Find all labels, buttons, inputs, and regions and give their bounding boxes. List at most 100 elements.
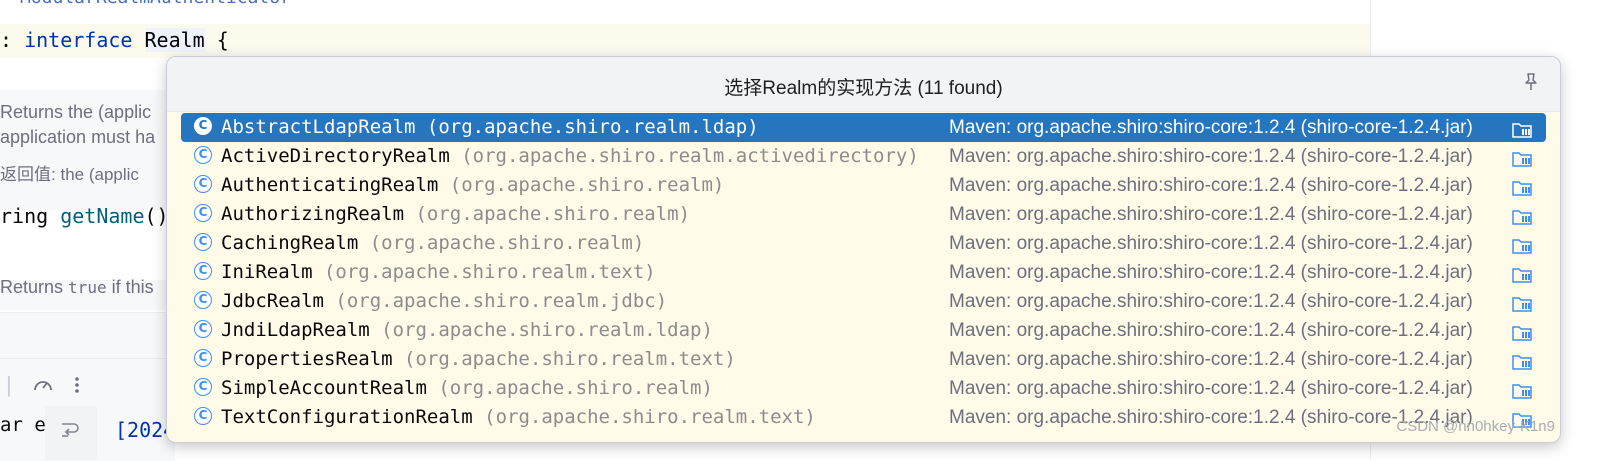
library-location: Maven: org.apache.shiro:shiro-core:1.2.4… (949, 349, 1473, 370)
package-name: (org.apache.shiro.realm.ldap) (426, 116, 759, 138)
library-jar-icon (1512, 119, 1532, 138)
class-c-icon: C (194, 349, 212, 367)
class-c-icon: C (194, 262, 212, 280)
doc2-code: true (68, 278, 107, 297)
implementation-item[interactable]: C PropertiesRealm (org.apache.shiro.realm… (181, 345, 1546, 374)
implementation-entry: IniRealm (org.apache.shiro.realm.text) (221, 258, 656, 287)
method-declaration-line: ring getName() (0, 204, 169, 228)
implementation-item[interactable]: C ActiveDirectoryRealm (org.apache.shiro.… (181, 142, 1546, 171)
package-name: (org.apache.shiro.realm.text) (484, 406, 816, 428)
library-jar-icon (1512, 409, 1532, 428)
class-name: CachingRealm (221, 232, 359, 254)
library-location: Maven: org.apache.shiro:shiro-core:1.2.4… (949, 204, 1473, 225)
class-c-icon: C (194, 407, 212, 425)
doc2-line: Returns true if this (0, 277, 154, 298)
library-location: Maven: org.apache.shiro:shiro-core:1.2.4… (949, 146, 1473, 167)
return-text: the (applic (60, 165, 139, 184)
gauge-icon[interactable] (32, 372, 60, 397)
popup-title: 选择Realm的实现方法 (11 found) (724, 78, 1003, 99)
class-name: JndiLdapRealm (221, 319, 370, 341)
doc2-suffix: if this (111, 277, 154, 297)
implementation-entry: JndiLdapRealm (org.apache.shiro.realm.ld… (221, 316, 713, 345)
implementation-entry: CachingRealm (org.apache.shiro.realm) (221, 229, 644, 258)
library-jar-icon (1512, 380, 1532, 399)
class-c-icon: C (194, 291, 212, 309)
doc-comment-block-2 (0, 280, 175, 310)
implementation-item[interactable]: C CachingRealm (org.apache.shiro.realm) Ma… (181, 229, 1546, 258)
class-c-icon: C (194, 378, 212, 396)
package-name: (org.apache.shiro.realm.text) (404, 348, 736, 370)
doc-return-line: 返回值: the (applic (0, 160, 139, 185)
library-jar-icon (1512, 322, 1532, 341)
keyword-interface: interface (24, 28, 133, 52)
library-location: Maven: org.apache.shiro:shiro-core:1.2.4… (949, 233, 1473, 254)
return-type: ring (0, 204, 49, 228)
doc2-prefix: Returns (0, 277, 64, 297)
library-jar-icon (1512, 264, 1532, 283)
implementation-item[interactable]: C SimpleAccountRealm (org.apache.shiro.re… (181, 374, 1546, 403)
more-vertical-icon[interactable] (74, 372, 80, 397)
implementation-item[interactable]: C JdbcRealm (org.apache.shiro.realm.jdbc)… (181, 287, 1546, 316)
interface-name[interactable]: Realm (144, 28, 205, 52)
class-c-icon: C (194, 233, 212, 251)
implementation-item[interactable]: C TextConfigurationRealm (org.apache.shir… (181, 403, 1546, 432)
class-name: JdbcRealm (221, 290, 324, 312)
implementation-item[interactable]: C AuthenticatingRealm (org.apache.shiro.r… (181, 171, 1546, 200)
package-name: (org.apache.shiro.realm.ldap) (381, 319, 713, 341)
watermark: CSDN @nn0hkey-K1n9 (1396, 418, 1555, 435)
implementation-entry: PropertiesRealm (org.apache.shiro.realm.… (221, 345, 736, 374)
library-location: Maven: org.apache.shiro:shiro-core:1.2.4… (949, 291, 1473, 312)
console-gutter (45, 406, 97, 460)
library-location: Maven: org.apache.shiro:shiro-core:1.2.4… (949, 320, 1473, 341)
open-brace: { (216, 28, 229, 52)
class-c-icon: C (194, 204, 212, 222)
implementation-entry: AuthorizingRealm (org.apache.shiro.realm… (221, 200, 690, 229)
package-name: (org.apache.shiro.realm) (369, 232, 645, 254)
method-parens: () (144, 204, 169, 228)
doc-comment-block (0, 90, 175, 210)
pin-icon[interactable] (1520, 71, 1542, 93)
current-line-highlight (0, 24, 1370, 58)
choose-implementation-popup[interactable]: 选择Realm的实现方法 (11 found) C AbstractLdapRea… (166, 56, 1561, 443)
package-name: (org.apache.shiro.realm.jdbc) (335, 290, 668, 312)
method-name[interactable]: getName (60, 204, 145, 228)
package-name: (org.apache.shiro.realm) (438, 377, 713, 399)
class-c-icon: C (194, 146, 212, 164)
class-name: ActiveDirectoryRealm (221, 145, 450, 167)
library-jar-icon (1512, 177, 1532, 196)
popup-header: 选择Realm的实现方法 (11 found) (167, 57, 1560, 112)
console-output: [2024 (115, 418, 176, 442)
library-jar-icon (1512, 293, 1532, 312)
return-label: 返回值: (0, 165, 56, 184)
doc-line-2: application must ha (0, 127, 156, 147)
class-name: PropertiesRealm (221, 348, 393, 370)
tool-divider (0, 358, 175, 359)
interface-declaration-line: : interface Realm { (0, 28, 229, 52)
package-name: (org.apache.shiro.realm.text) (323, 261, 656, 283)
class-name: AbstractLdapRealm (221, 116, 416, 138)
implementation-entry: ActiveDirectoryRealm (org.apache.shiro.r… (221, 142, 919, 171)
separator-icon: | (6, 372, 12, 397)
package-name: (org.apache.shiro.realm) (449, 174, 725, 196)
class-name: IniRealm (221, 261, 313, 283)
library-jar-icon (1512, 148, 1532, 167)
implementation-entry: AuthenticatingRealm (org.apache.shiro.re… (221, 171, 724, 200)
class-c-icon: C (194, 175, 212, 193)
implementation-item[interactable]: C AbstractLdapRealm (org.apache.shiro.rea… (181, 113, 1546, 142)
implementation-entry: TextConfigurationRealm (org.apache.shiro… (221, 403, 816, 432)
class-name: TextConfigurationRealm (221, 406, 473, 428)
soft-wrap-icon[interactable] (60, 420, 80, 444)
class-name: AuthenticatingRealm (221, 174, 439, 196)
package-name: (org.apache.shiro.realm) (415, 203, 691, 225)
implementation-item[interactable]: C AuthorizingRealm (org.apache.shiro.real… (181, 200, 1546, 229)
implementation-list[interactable]: C AbstractLdapRealm (org.apache.shiro.rea… (181, 113, 1546, 432)
library-location: Maven: org.apache.shiro:shiro-core:1.2.4… (949, 175, 1473, 196)
library-location: Maven: org.apache.shiro:shiro-core:1.2.4… (949, 378, 1473, 399)
implementation-entry: SimpleAccountRealm (org.apache.shiro.rea… (221, 374, 713, 403)
library-jar-icon (1512, 235, 1532, 254)
library-location: Maven: org.apache.shiro:shiro-core:1.2.4… (949, 407, 1473, 428)
package-name: (org.apache.shiro.realm.activedirectory) (461, 145, 919, 167)
class-c-icon: C (194, 117, 212, 135)
